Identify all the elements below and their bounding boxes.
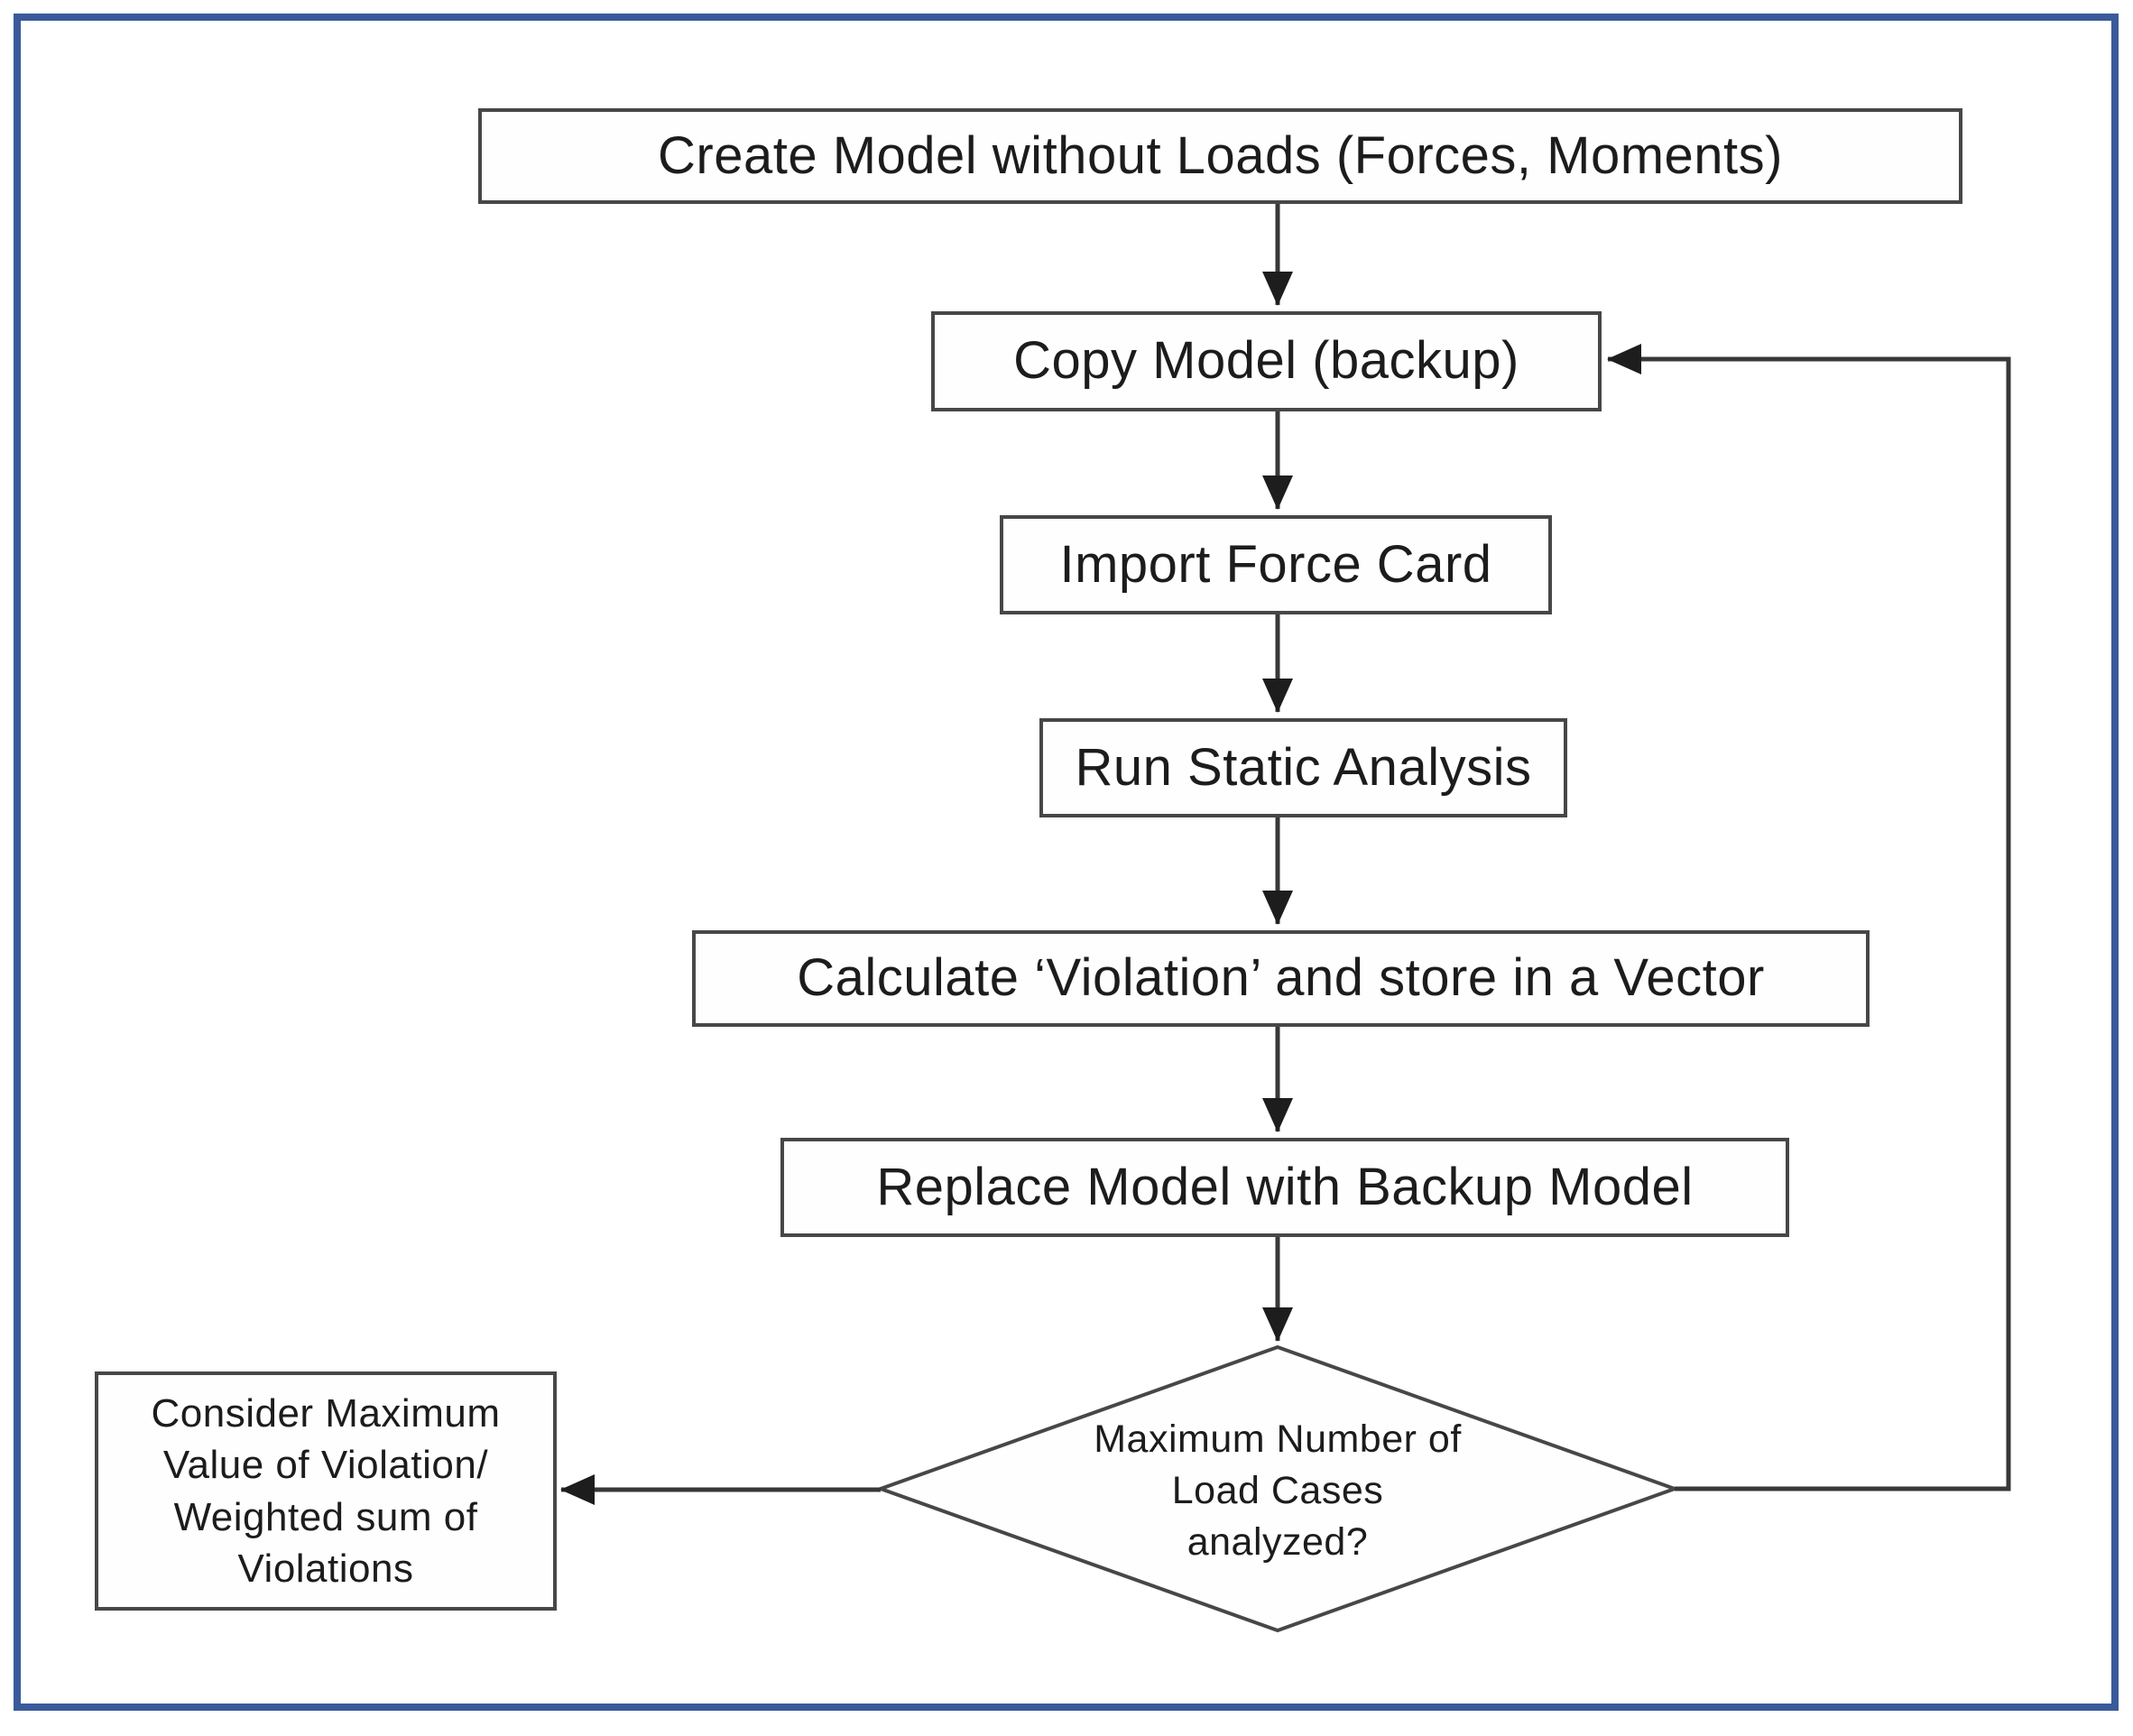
decision-max-load-cases-label: Maximum Number of Load Cases analyzed? — [1094, 1417, 1462, 1564]
node-import-force-card: Import Force Card — [1000, 515, 1552, 614]
decision-diamond-shape — [875, 1344, 1680, 1633]
connector-feedback-loop-to-copy — [1607, 344, 2011, 1491]
node-run-static-analysis: Run Static Analysis — [1039, 718, 1567, 817]
node-replace-model: Replace Model with Backup Model — [780, 1138, 1789, 1237]
node-copy-model: Copy Model (backup) — [931, 311, 1602, 411]
node-calculate-violation: Calculate ‘Violation’ and store in a Vec… — [692, 930, 1870, 1027]
node-consider-maximum: Consider Maximum Value of Violation/ Wei… — [95, 1371, 557, 1611]
node-create-model: Create Model without Loads (Forces, Mome… — [478, 108, 1962, 204]
